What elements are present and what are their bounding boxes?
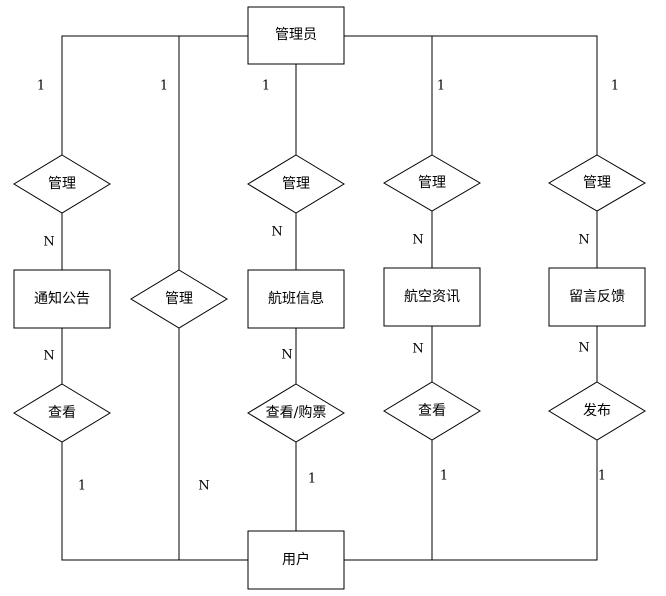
cardinality-admin-user: 1 xyxy=(160,79,168,94)
connector-view-notice-user xyxy=(61,442,248,561)
connector-admin-news xyxy=(344,35,433,155)
relationship-view-news-label: 查看 xyxy=(418,403,446,419)
cardinality-admin-news: 1 xyxy=(437,79,445,94)
cardinality-user-news: 1 xyxy=(440,469,448,484)
entity-feedback-label: 留言反馈 xyxy=(569,289,625,305)
relationship-view-notice-label: 查看 xyxy=(48,405,76,421)
entity-admin-label: 管理员 xyxy=(275,27,317,43)
entity-notice-label: 通知公告 xyxy=(34,290,90,307)
relationship-manage-user: 管理 xyxy=(130,269,228,329)
cardinality-user-feedback: 1 xyxy=(598,469,606,484)
relationship-publish-feedback-label: 发布 xyxy=(583,403,611,419)
entity-feedback: 留言反馈 xyxy=(548,267,646,327)
entity-user-label: 用户 xyxy=(282,551,310,568)
relationship-manage-notice-label: 管理 xyxy=(48,176,76,192)
relationship-manage-news-label: 管理 xyxy=(418,175,446,191)
cardinality-admin-feedback: 1 xyxy=(611,79,619,94)
relationship-manage-feedback-label: 管理 xyxy=(583,175,611,191)
entity-flight-label: 航班信息 xyxy=(268,290,324,307)
connector-publish-user xyxy=(432,440,598,561)
cardinality-labels: 1 1 1 1 1 N N N N N N N N 1 N 1 1 1 xyxy=(37,79,619,494)
entity-flight: 航班信息 xyxy=(247,269,345,329)
cardinality-notice-manage: N xyxy=(43,235,54,250)
cardinality-flight-view: N xyxy=(281,348,292,363)
relationship-manage-user-label: 管理 xyxy=(165,291,193,307)
relationship-view-buy-flight: 查看/购票 xyxy=(247,383,345,443)
connector-admin-feedback xyxy=(432,35,598,155)
connectors xyxy=(61,35,598,561)
entity-news: 航空资讯 xyxy=(383,267,481,327)
relationship-manage-feedback: 管理 xyxy=(548,154,646,212)
relationship-manage-news: 管理 xyxy=(383,154,481,212)
relationship-view-news: 查看 xyxy=(383,381,481,441)
cardinality-notice-view: N xyxy=(43,349,54,364)
cardinality-user-notice: 1 xyxy=(78,479,86,494)
cardinality-news-view: N xyxy=(412,342,423,357)
relationship-manage-flight-label: 管理 xyxy=(282,176,310,192)
cardinality-feedback-publish: N xyxy=(578,341,589,356)
relationship-manage-flight: 管理 xyxy=(247,154,345,214)
cardinality-feedback-manage: N xyxy=(578,233,589,248)
entity-news-label: 航空资讯 xyxy=(404,289,460,305)
cardinality-user-manage: N xyxy=(198,479,209,494)
cardinality-flight-manage: N xyxy=(271,225,282,240)
connector-admin-notice xyxy=(61,35,248,161)
connector-admin-user-manage xyxy=(178,35,248,270)
cardinality-admin-notice: 1 xyxy=(37,79,45,94)
entity-admin: 管理员 xyxy=(247,6,345,65)
relationship-manage-notice: 管理 xyxy=(13,154,111,214)
relationship-view-notice: 查看 xyxy=(13,383,111,443)
cardinality-admin-flight: 1 xyxy=(262,79,270,94)
entity-user: 用户 xyxy=(247,530,345,590)
cardinality-news-manage: N xyxy=(412,233,423,248)
relationship-view-buy-flight-label: 查看/购票 xyxy=(266,405,327,421)
relationship-publish-feedback: 发布 xyxy=(548,381,646,441)
connector-view-news-user xyxy=(344,440,433,561)
entity-notice: 通知公告 xyxy=(13,269,111,329)
cardinality-user-flight: 1 xyxy=(308,472,316,487)
